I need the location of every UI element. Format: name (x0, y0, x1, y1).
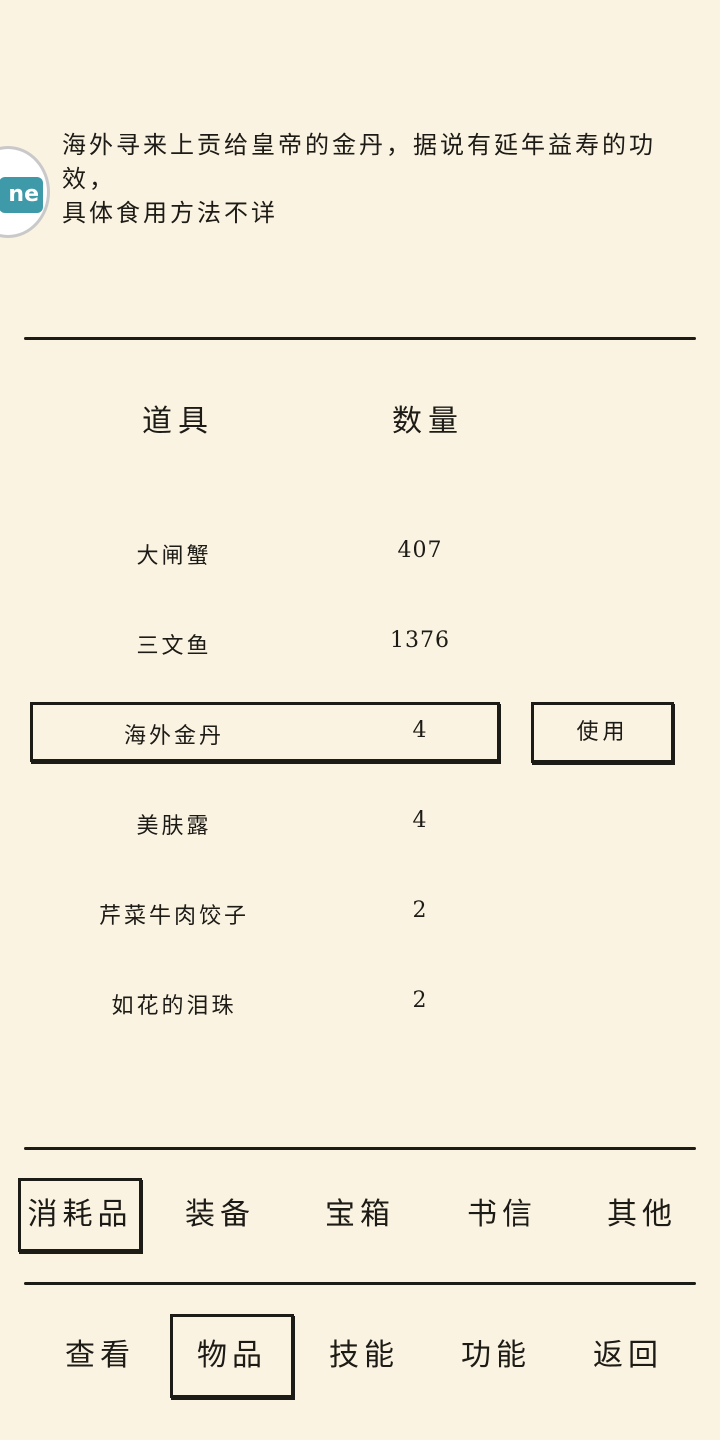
nav-functions[interactable]: 功能 (461, 1338, 531, 1373)
divider-bottom (24, 1282, 696, 1285)
tab-equipment[interactable]: 装备 (185, 1197, 255, 1232)
nav-back[interactable]: 返回 (593, 1338, 663, 1373)
item-row-3[interactable]: 美肤露 4 (30, 792, 500, 852)
description-line-1: 海外寻来上贡给皇帝的金丹，据说有延年益寿的功效， (62, 131, 656, 193)
description-line-2: 具体食用方法不详 (62, 199, 278, 227)
item-row-4[interactable]: 芹菜牛肉饺子 2 (30, 882, 500, 942)
divider-top (24, 337, 696, 340)
nav-items[interactable]: 物品 (170, 1314, 294, 1398)
item-quantity: 4 (412, 808, 428, 833)
item-quantity: 1376 (390, 628, 450, 653)
item-name: 海外金丹 (123, 724, 224, 749)
tab-other[interactable]: 其他 (607, 1197, 677, 1232)
tab-letters[interactable]: 书信 (467, 1197, 537, 1232)
floating-shortcut-button[interactable]: ne (0, 146, 50, 238)
item-quantity: 407 (397, 538, 443, 563)
item-name: 大闸蟹 (136, 544, 212, 569)
nav-skills[interactable]: 技能 (329, 1338, 399, 1373)
divider-middle (24, 1147, 696, 1150)
item-name: 三文鱼 (136, 634, 212, 659)
column-header-item: 道具 (142, 404, 214, 439)
item-quantity: 4 (412, 718, 428, 743)
item-row-1[interactable]: 三文鱼 1376 (30, 612, 500, 672)
item-name: 如花的泪珠 (111, 994, 237, 1019)
tab-treasure-chests[interactable]: 宝箱 (325, 1197, 395, 1232)
main-nav-bar: 查看 物品 技能 功能 返回 (0, 1314, 720, 1398)
item-row-2-selected[interactable]: 海外金丹 4 (30, 702, 500, 762)
category-tab-bar: 消耗品 装备 宝箱 书信 其他 (0, 1178, 720, 1258)
nav-view[interactable]: 查看 (65, 1338, 135, 1373)
item-quantity: 2 (412, 988, 428, 1013)
item-description: 海外寻来上贡给皇帝的金丹，据说有延年益寿的功效， 具体食用方法不详 (62, 128, 682, 230)
item-name: 美肤露 (136, 814, 212, 839)
tab-consumables[interactable]: 消耗品 (18, 1178, 142, 1252)
item-quantity: 2 (412, 898, 428, 923)
item-name: 芹菜牛肉饺子 (98, 904, 249, 929)
app-shortcut-icon: ne (0, 177, 43, 213)
item-row-5[interactable]: 如花的泪珠 2 (30, 972, 500, 1032)
use-item-button[interactable]: 使用 (531, 702, 674, 763)
column-header-quantity: 数量 (392, 404, 464, 439)
item-row-0[interactable]: 大闸蟹 407 (30, 522, 500, 582)
